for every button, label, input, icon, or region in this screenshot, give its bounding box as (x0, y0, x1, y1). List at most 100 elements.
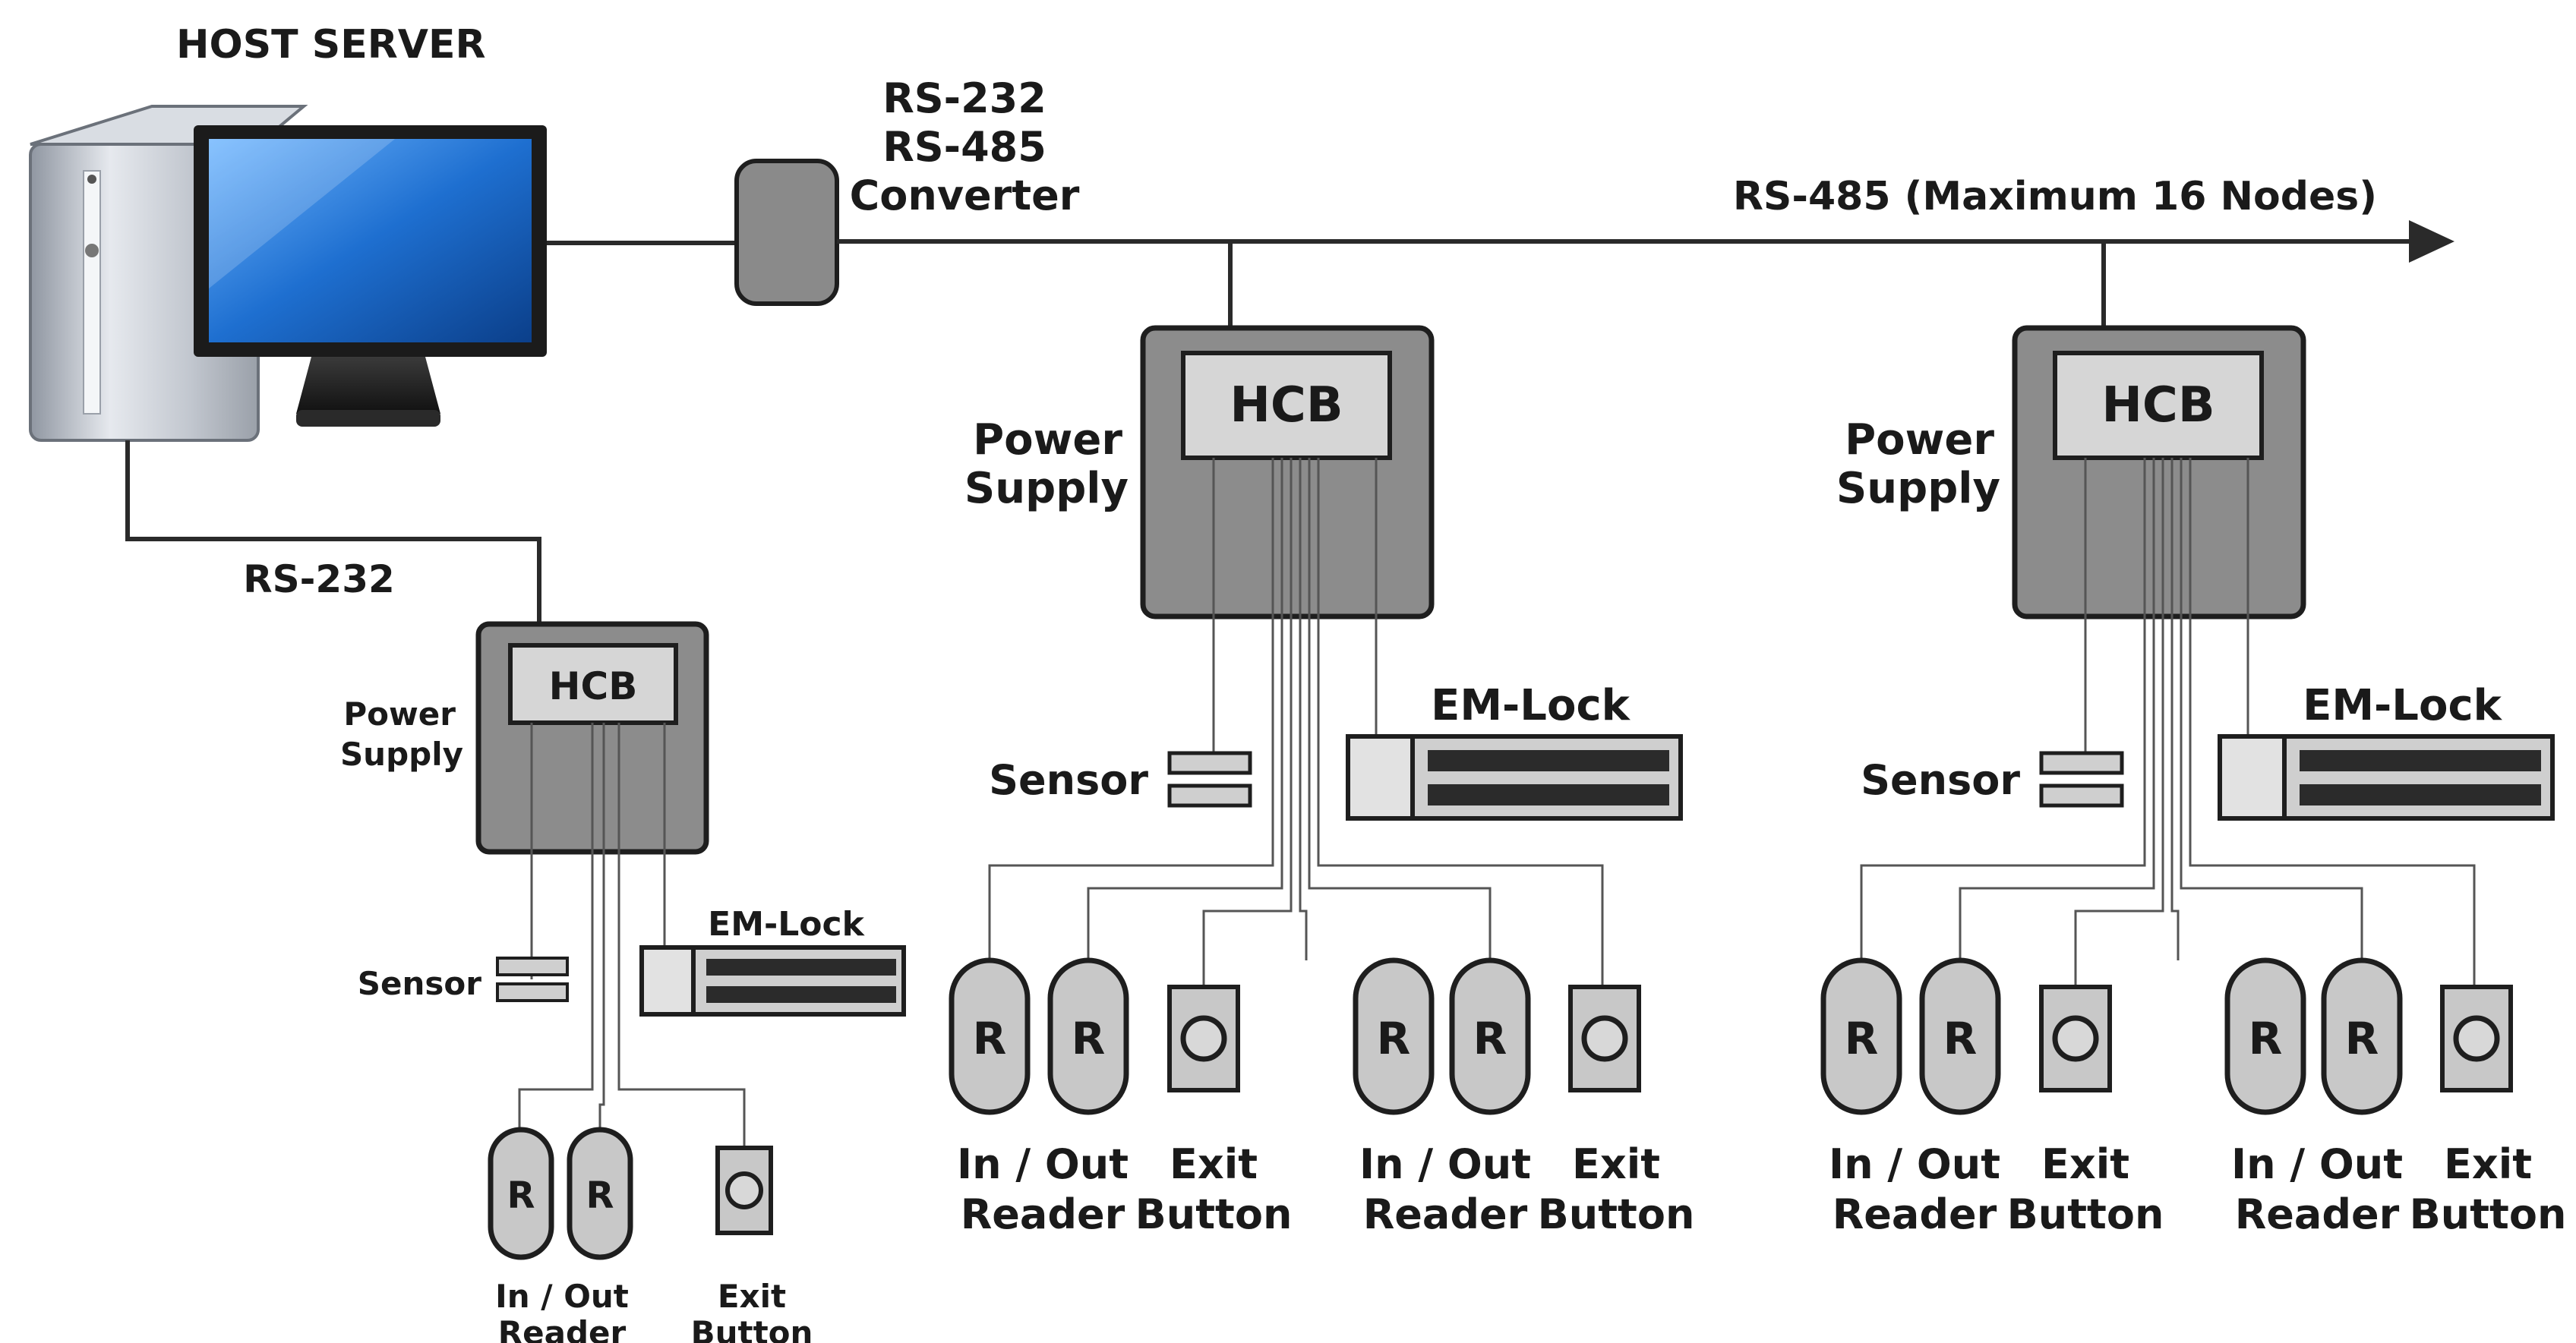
converter-line-1: RS-232 (882, 74, 1046, 122)
rs232-direct-line (125, 440, 541, 645)
reader-1-icon: R (949, 957, 1031, 1115)
reader-caption-2a: In / Out (2231, 1140, 2403, 1188)
sensor-icon (1167, 751, 1252, 808)
reader-2-icon: R (1919, 957, 2001, 1115)
exit-button-1-icon (1167, 985, 1240, 1092)
reader-3-icon: R (2224, 957, 2306, 1115)
reader-caption-1b: Reader (961, 1190, 1125, 1238)
em-lock-icon (639, 945, 906, 1017)
exit-button-2-icon (1568, 985, 1641, 1092)
power-supply-label-2: Supply (1836, 464, 2000, 513)
power-supply-label-2: Supply (340, 736, 463, 773)
reader-in-icon: R (488, 1127, 554, 1260)
sensor-icon (2039, 751, 2124, 808)
hcb-board (508, 643, 678, 725)
wire-reader-2 (1959, 458, 2155, 960)
svg-text:R: R (1072, 1013, 1106, 1064)
svg-text:R: R (1845, 1013, 1879, 1064)
wire-exit (617, 723, 746, 1148)
wire-reader-in (518, 723, 594, 1131)
reader-2-icon: R (1047, 957, 1129, 1115)
sensor-icon (496, 957, 569, 1002)
exit-button-icon (715, 1146, 773, 1235)
em-lock-label: EM-Lock (1431, 681, 1631, 730)
wire-reader-2 (1087, 458, 1283, 960)
exit-caption-1: Exit (718, 1278, 786, 1315)
exit-caption-1b: Button (2007, 1190, 2164, 1238)
reader-4-icon: R (1449, 957, 1531, 1115)
sensor-label: Sensor (989, 756, 1148, 804)
reader-caption-2a: In / Out (1359, 1140, 1531, 1188)
hcb-board (2053, 351, 2264, 460)
reader-caption-1a: In / Out (957, 1140, 1129, 1188)
monitor-icon (194, 125, 547, 427)
rs232-direct-label: RS-232 (243, 557, 395, 601)
rs232-rs485-converter: RS-232 RS-485 Converter (734, 74, 1080, 306)
host-server-label: HOST SERVER (176, 22, 486, 68)
svg-text:R: R (1473, 1013, 1507, 1064)
em-lock-label: EM-Lock (2303, 681, 2503, 730)
reader-4-icon: R (2321, 957, 2403, 1115)
hcb-board (1181, 351, 1392, 460)
exit-button-1-icon (2039, 985, 2112, 1092)
wire-exit-2 (1317, 458, 1604, 987)
reader-out-icon: R (567, 1127, 633, 1260)
wire-reader-out (598, 723, 605, 1131)
exit-caption-2b: Button (2410, 1190, 2567, 1238)
wire-exit-1 (1202, 458, 1293, 987)
bus-arrow-head (2409, 220, 2454, 263)
host-server: HOST SERVER (29, 22, 547, 442)
wire-reader-4 (1308, 458, 1492, 960)
wire-reader-1 (988, 458, 1274, 960)
power-supply-label-1: Power (1845, 415, 1994, 465)
exit-button-2-icon (2440, 985, 2513, 1092)
converter-line-3: Converter (850, 172, 1080, 219)
exit-caption-1b: Button (1135, 1190, 1293, 1238)
svg-text:R: R (2249, 1013, 2283, 1064)
reader-caption-2b: Reader (2235, 1190, 2400, 1238)
reader-1-icon: R (1820, 957, 1902, 1115)
reader-caption-1a: In / Out (1829, 1140, 2000, 1188)
exit-caption-2a: Exit (1572, 1140, 1660, 1188)
controller-node-2: HCB Power Supply Sensor EM-Lock R R (1820, 325, 2567, 1238)
em-lock-icon (1346, 734, 1683, 821)
em-lock-label: EM-Lock (708, 905, 865, 944)
power-supply-label-2: Supply (964, 464, 1129, 513)
svg-text:R: R (1377, 1013, 1411, 1064)
exit-caption-2b: Button (1538, 1190, 1695, 1238)
reader-caption-2: Reader (498, 1314, 627, 1343)
wire-reader-4 (2180, 458, 2363, 960)
wire-reader-3 (1299, 458, 1308, 960)
wire-reader-3 (2170, 458, 2180, 960)
hcb-label: HCB (1230, 377, 1343, 433)
em-lock-icon (2218, 734, 2555, 821)
converter-line-2: RS-485 (882, 123, 1046, 171)
rs485-bus-label: RS-485 (Maximum 16 Nodes) (1733, 174, 2377, 219)
wire-exit-1 (2074, 458, 2164, 987)
hcb-label: HCB (2101, 377, 2215, 433)
svg-text:R: R (586, 1174, 614, 1217)
svg-text:R: R (973, 1013, 1007, 1064)
reader-caption-2b: Reader (1363, 1190, 1528, 1238)
exit-caption-2: Button (691, 1314, 813, 1343)
reader-3-icon: R (1353, 957, 1435, 1115)
converter-box (734, 159, 839, 306)
wire-exit-2 (2189, 458, 2476, 987)
exit-caption-1a: Exit (2041, 1140, 2129, 1188)
svg-text:R: R (2345, 1013, 2379, 1064)
sensor-label: Sensor (358, 965, 481, 1002)
exit-caption-1a: Exit (1170, 1140, 1258, 1188)
power-supply-label-1: Power (973, 415, 1122, 465)
controller-node-direct: HCB Power Supply Sensor EM-Lock R R (340, 621, 906, 1343)
svg-text:R: R (1943, 1013, 1978, 1064)
controller-node-1: HCB Power Supply Sensor EM-Lock R R (949, 325, 1695, 1238)
sensor-label: Sensor (1861, 756, 2020, 804)
svg-text:R: R (507, 1174, 535, 1217)
exit-caption-2a: Exit (2444, 1140, 2532, 1188)
reader-caption-1b: Reader (1833, 1190, 1997, 1238)
hcb-label: HCB (549, 664, 638, 708)
wire-reader-1 (1860, 458, 2146, 960)
power-supply-label-1: Power (343, 695, 456, 733)
reader-caption-1: In / Out (495, 1278, 629, 1315)
